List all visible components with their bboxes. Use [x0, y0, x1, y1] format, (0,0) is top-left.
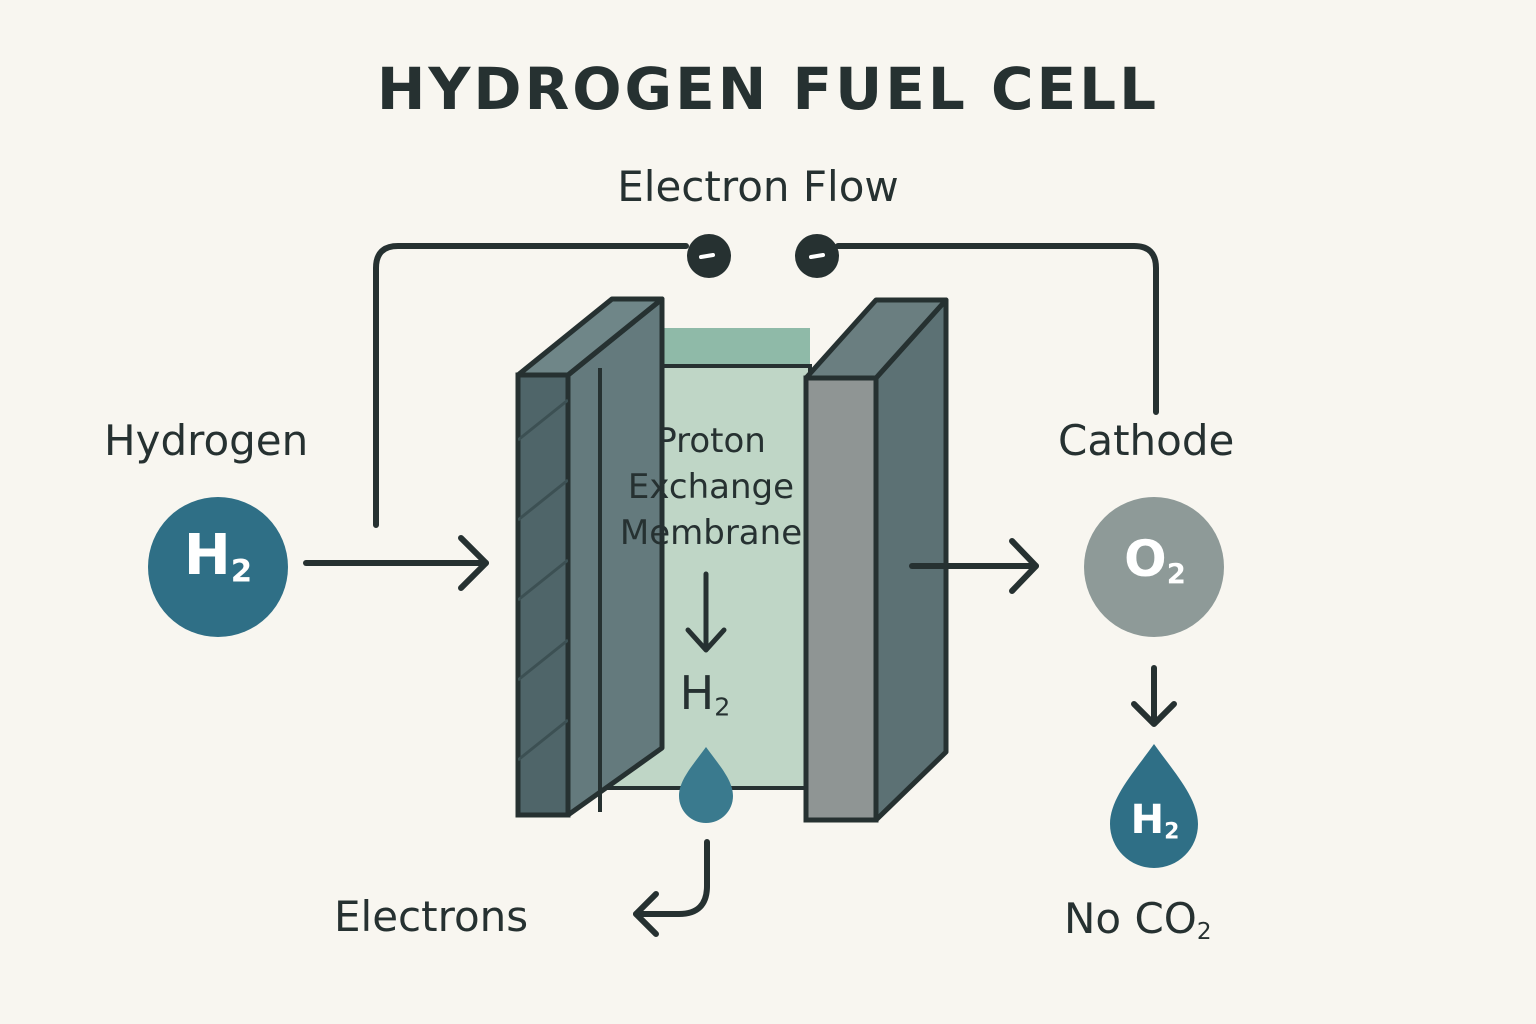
cathode-plate: [803, 297, 949, 823]
left-terminal-icon: [687, 234, 731, 278]
oxygen-down-arrow: [1131, 665, 1177, 727]
o2-molecule-label: O2: [1124, 530, 1186, 590]
electron-flow-label: Electron Flow: [617, 162, 899, 211]
membrane-label: Proton Exchange Membrane: [619, 421, 803, 553]
water-drop-icon: [679, 747, 733, 823]
cathode-label: Cathode: [1058, 416, 1235, 465]
h2-molecule-circle: [148, 497, 288, 637]
right-electron-wire: [835, 243, 1159, 415]
electrons-label: Electrons: [334, 892, 529, 941]
diagram-title: HYDROGEN FUEL CELL: [376, 55, 1160, 123]
o2-molecule-circle: [1084, 497, 1224, 637]
anode-plate: [515, 296, 665, 818]
water-drop-label: H2: [1130, 797, 1180, 845]
product-water-drop-icon: [1110, 744, 1198, 868]
hydrogen-input-arrow: [303, 535, 489, 591]
membrane-h2-label: H2: [679, 666, 731, 722]
membrane-down-arrow: [685, 571, 727, 653]
electrons-arrow: [633, 839, 710, 937]
right-terminal-icon: [795, 234, 839, 278]
hydrogen-label: Hydrogen: [104, 416, 309, 465]
no-co2-label: No CO2: [1064, 894, 1212, 945]
left-electron-wire: [373, 243, 689, 528]
cathode-output-arrow: [909, 538, 1039, 594]
h2-molecule-label: H2: [183, 523, 253, 590]
